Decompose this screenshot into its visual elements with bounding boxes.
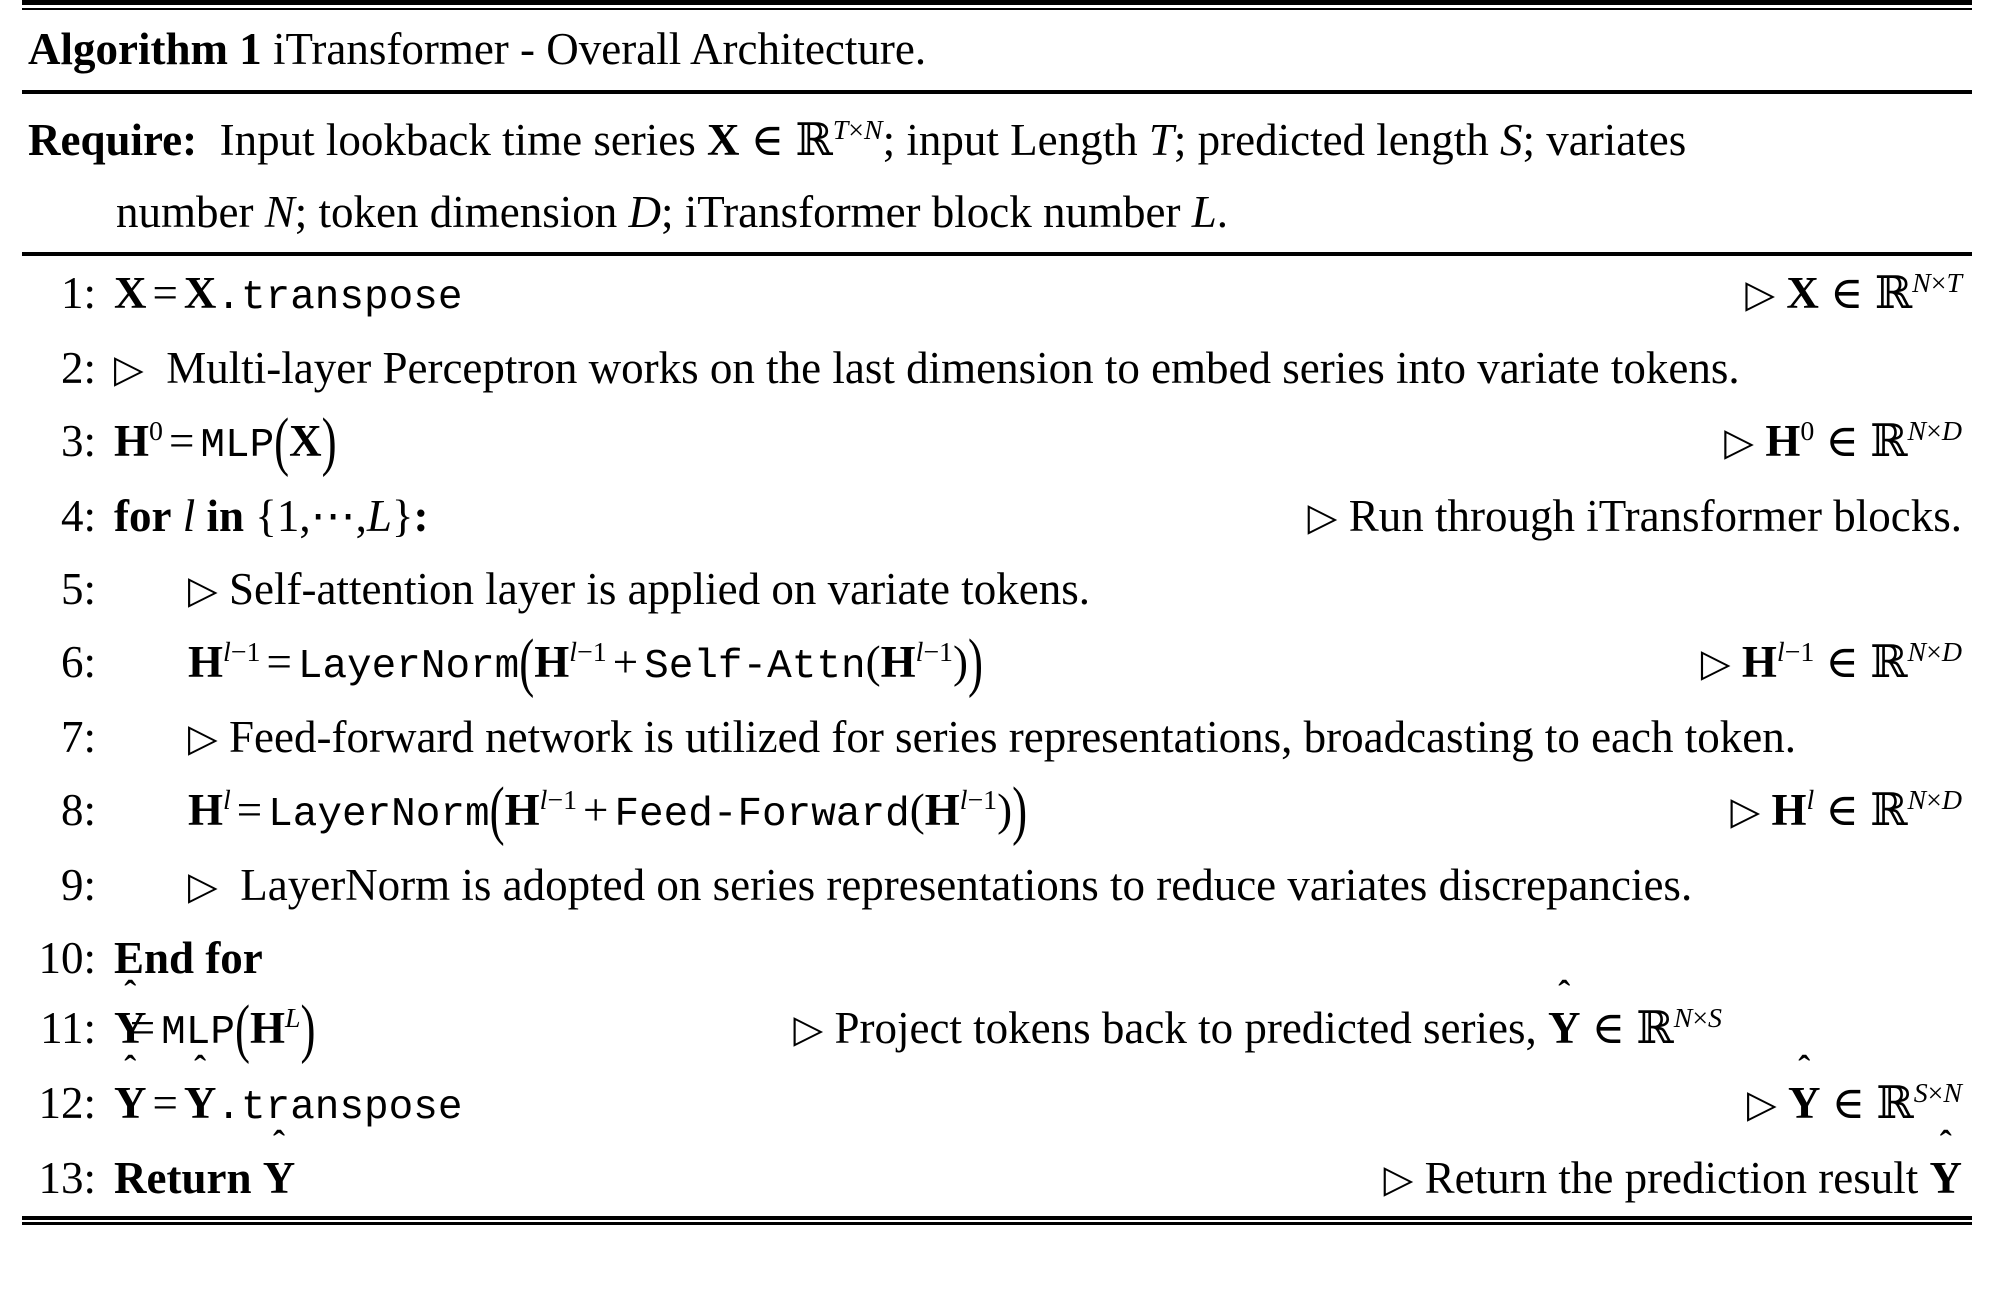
algorithm-block: Algorithm 1 iTransformer - Overall Archi… [22, 0, 1972, 1225]
require-line-2: number N; token dimension D; iTransforme… [116, 187, 1228, 237]
algo-line-7: 7: ▷ Feed-forward network is utilized fo… [22, 702, 1972, 775]
algorithm-title: Algorithm 1 iTransformer - Overall Archi… [22, 10, 1972, 90]
line-number: 7: [60, 712, 96, 762]
algo-line-3: 3: H0=MLP(X) ▷ H0 ∈ ℝN×D [22, 404, 1972, 481]
line-comment: ▷ Run through iTransformer blocks. [1307, 491, 1962, 541]
line-comment: ▷ H0 ∈ ℝN×D [1724, 414, 1962, 467]
rule-under-require [22, 252, 1972, 256]
algo-line-5: 5: ▷ Self-attention layer is applied on … [22, 554, 1972, 627]
algo-line-8: 8: Hl=LayerNorm(Hl−1+Feed-Forward(Hl−1))… [22, 773, 1972, 850]
require-label: Require: [28, 115, 198, 165]
line-code: H0=MLP(X) [114, 404, 337, 478]
require-text-1: Input lookback time series X ∈ ℝT×N; inp… [208, 113, 1687, 166]
line-code: End for [114, 933, 263, 983]
require-line-1: Require: Input lookback time series X ∈ … [28, 104, 1972, 176]
line-code: ▷ LayerNorm is adopted on series represe… [188, 860, 1693, 910]
line-number: 9: [60, 860, 96, 910]
rule-under-title [22, 90, 1972, 94]
line-comment: ▷ Hl−1 ∈ ℝN×D [1700, 635, 1962, 688]
require-block: Require: Input lookback time series X ∈ … [22, 94, 1972, 252]
line-code: ▷ Self-attention layer is applied on var… [188, 564, 1090, 614]
algo-line-4: 4: for l in {1,⋯,L}: ▷ Run through iTran… [22, 481, 1972, 554]
line-code: ▷ Feed-forward network is utilized for s… [188, 712, 1796, 762]
line-number: 11: [40, 1003, 96, 1053]
algo-line-10: 10: End for [22, 923, 1972, 993]
line-number: 2: [60, 343, 96, 393]
line-comment: ▷ Hl ∈ ℝN×D [1730, 783, 1963, 836]
line-code: Hl=LayerNorm(Hl−1+Feed-Forward(Hl−1)) [188, 773, 1028, 847]
rule-bottom [22, 1216, 1972, 1225]
line-code: Hl−1=LayerNorm(Hl−1+Self-Attn(Hl−1)) [188, 625, 984, 699]
rule-top [22, 0, 1972, 10]
line-number: 10: [38, 933, 96, 983]
algo-line-2: 2: ▷ Multi-layer Perceptron works on the… [22, 333, 1972, 406]
algorithm-lines: 1: X=X.transpose ▷ X ∈ ℝN×T 2: ▷ Multi-l… [22, 256, 1972, 1216]
line-code: ▷ Multi-layer Perceptron works on the la… [114, 343, 1740, 393]
line-number: 1: [60, 268, 96, 318]
algorithm-label: Algorithm 1 [28, 24, 262, 74]
algorithm-name: iTransformer - Overall Architecture. [272, 24, 927, 74]
line-number: 5: [60, 564, 96, 614]
line-code: X=X.transpose [114, 268, 463, 321]
line-number: 12: [38, 1078, 96, 1128]
line-number: 3: [60, 416, 96, 466]
line-number: 6: [60, 637, 96, 687]
line-number: 4: [60, 491, 96, 541]
line-number: 8: [60, 785, 96, 835]
line-number: 13: [38, 1153, 96, 1203]
line-comment: ▷ Project tokens back to predicted serie… [793, 973, 1722, 1054]
algo-line-9: 9: ▷ LayerNorm is adopted on series repr… [22, 850, 1972, 923]
line-code: for l in {1,⋯,L}: [114, 491, 429, 541]
algo-line-1: 1: X=X.transpose ▷ X ∈ ℝN×T [22, 258, 1972, 333]
line-comment: ▷ X ∈ ℝN×T [1745, 266, 1962, 319]
algo-line-6: 6: Hl−1=LayerNorm(Hl−1+Self-Attn(Hl−1)) … [22, 625, 1972, 702]
